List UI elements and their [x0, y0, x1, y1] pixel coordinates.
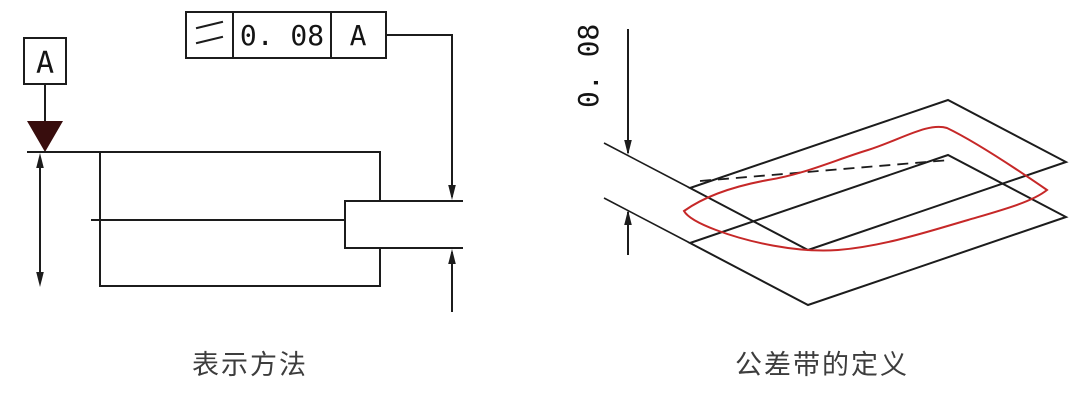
arrow-down-icon	[36, 272, 44, 287]
upper-tolerance-plane	[687, 98, 1069, 252]
parallelism-icon	[195, 20, 224, 45]
datum-label: A	[36, 46, 54, 81]
upper-extension-line	[603, 142, 691, 189]
arrow-up-icon	[448, 249, 456, 264]
lower-extension-line	[603, 197, 691, 244]
lower-tolerance-plane	[687, 153, 1069, 307]
arrow-down-icon	[624, 140, 632, 155]
datum-extent-dimension	[36, 153, 44, 287]
part-outline	[27, 151, 463, 287]
zone-dimension	[603, 29, 691, 255]
arrow-up-icon	[624, 210, 632, 225]
arrow-down-icon	[448, 185, 456, 200]
median-dashed-line	[699, 159, 951, 182]
feature-control-frame: 0. 08 A	[185, 11, 387, 59]
datum-triangle-icon	[27, 121, 63, 152]
frame-leader-line	[385, 34, 453, 197]
tolerance-value: 0. 08	[240, 19, 324, 52]
zone-width-label: 0. 08	[572, 24, 605, 108]
representation-view: A	[23, 11, 463, 381]
tolerance-zone-view: 0. 08 公差带的定义	[572, 24, 1069, 381]
leader-and-arrows	[385, 34, 456, 312]
parallelism-stroke	[195, 20, 224, 30]
arrow-up-icon	[36, 153, 44, 168]
left-caption: 表示方法	[192, 350, 308, 381]
datum-symbol: A	[23, 37, 67, 152]
datum-reference: A	[350, 19, 367, 52]
actual-surface-curve	[682, 125, 1049, 252]
right-caption: 公差带的定义	[735, 350, 909, 381]
parallelism-stroke	[195, 35, 224, 45]
